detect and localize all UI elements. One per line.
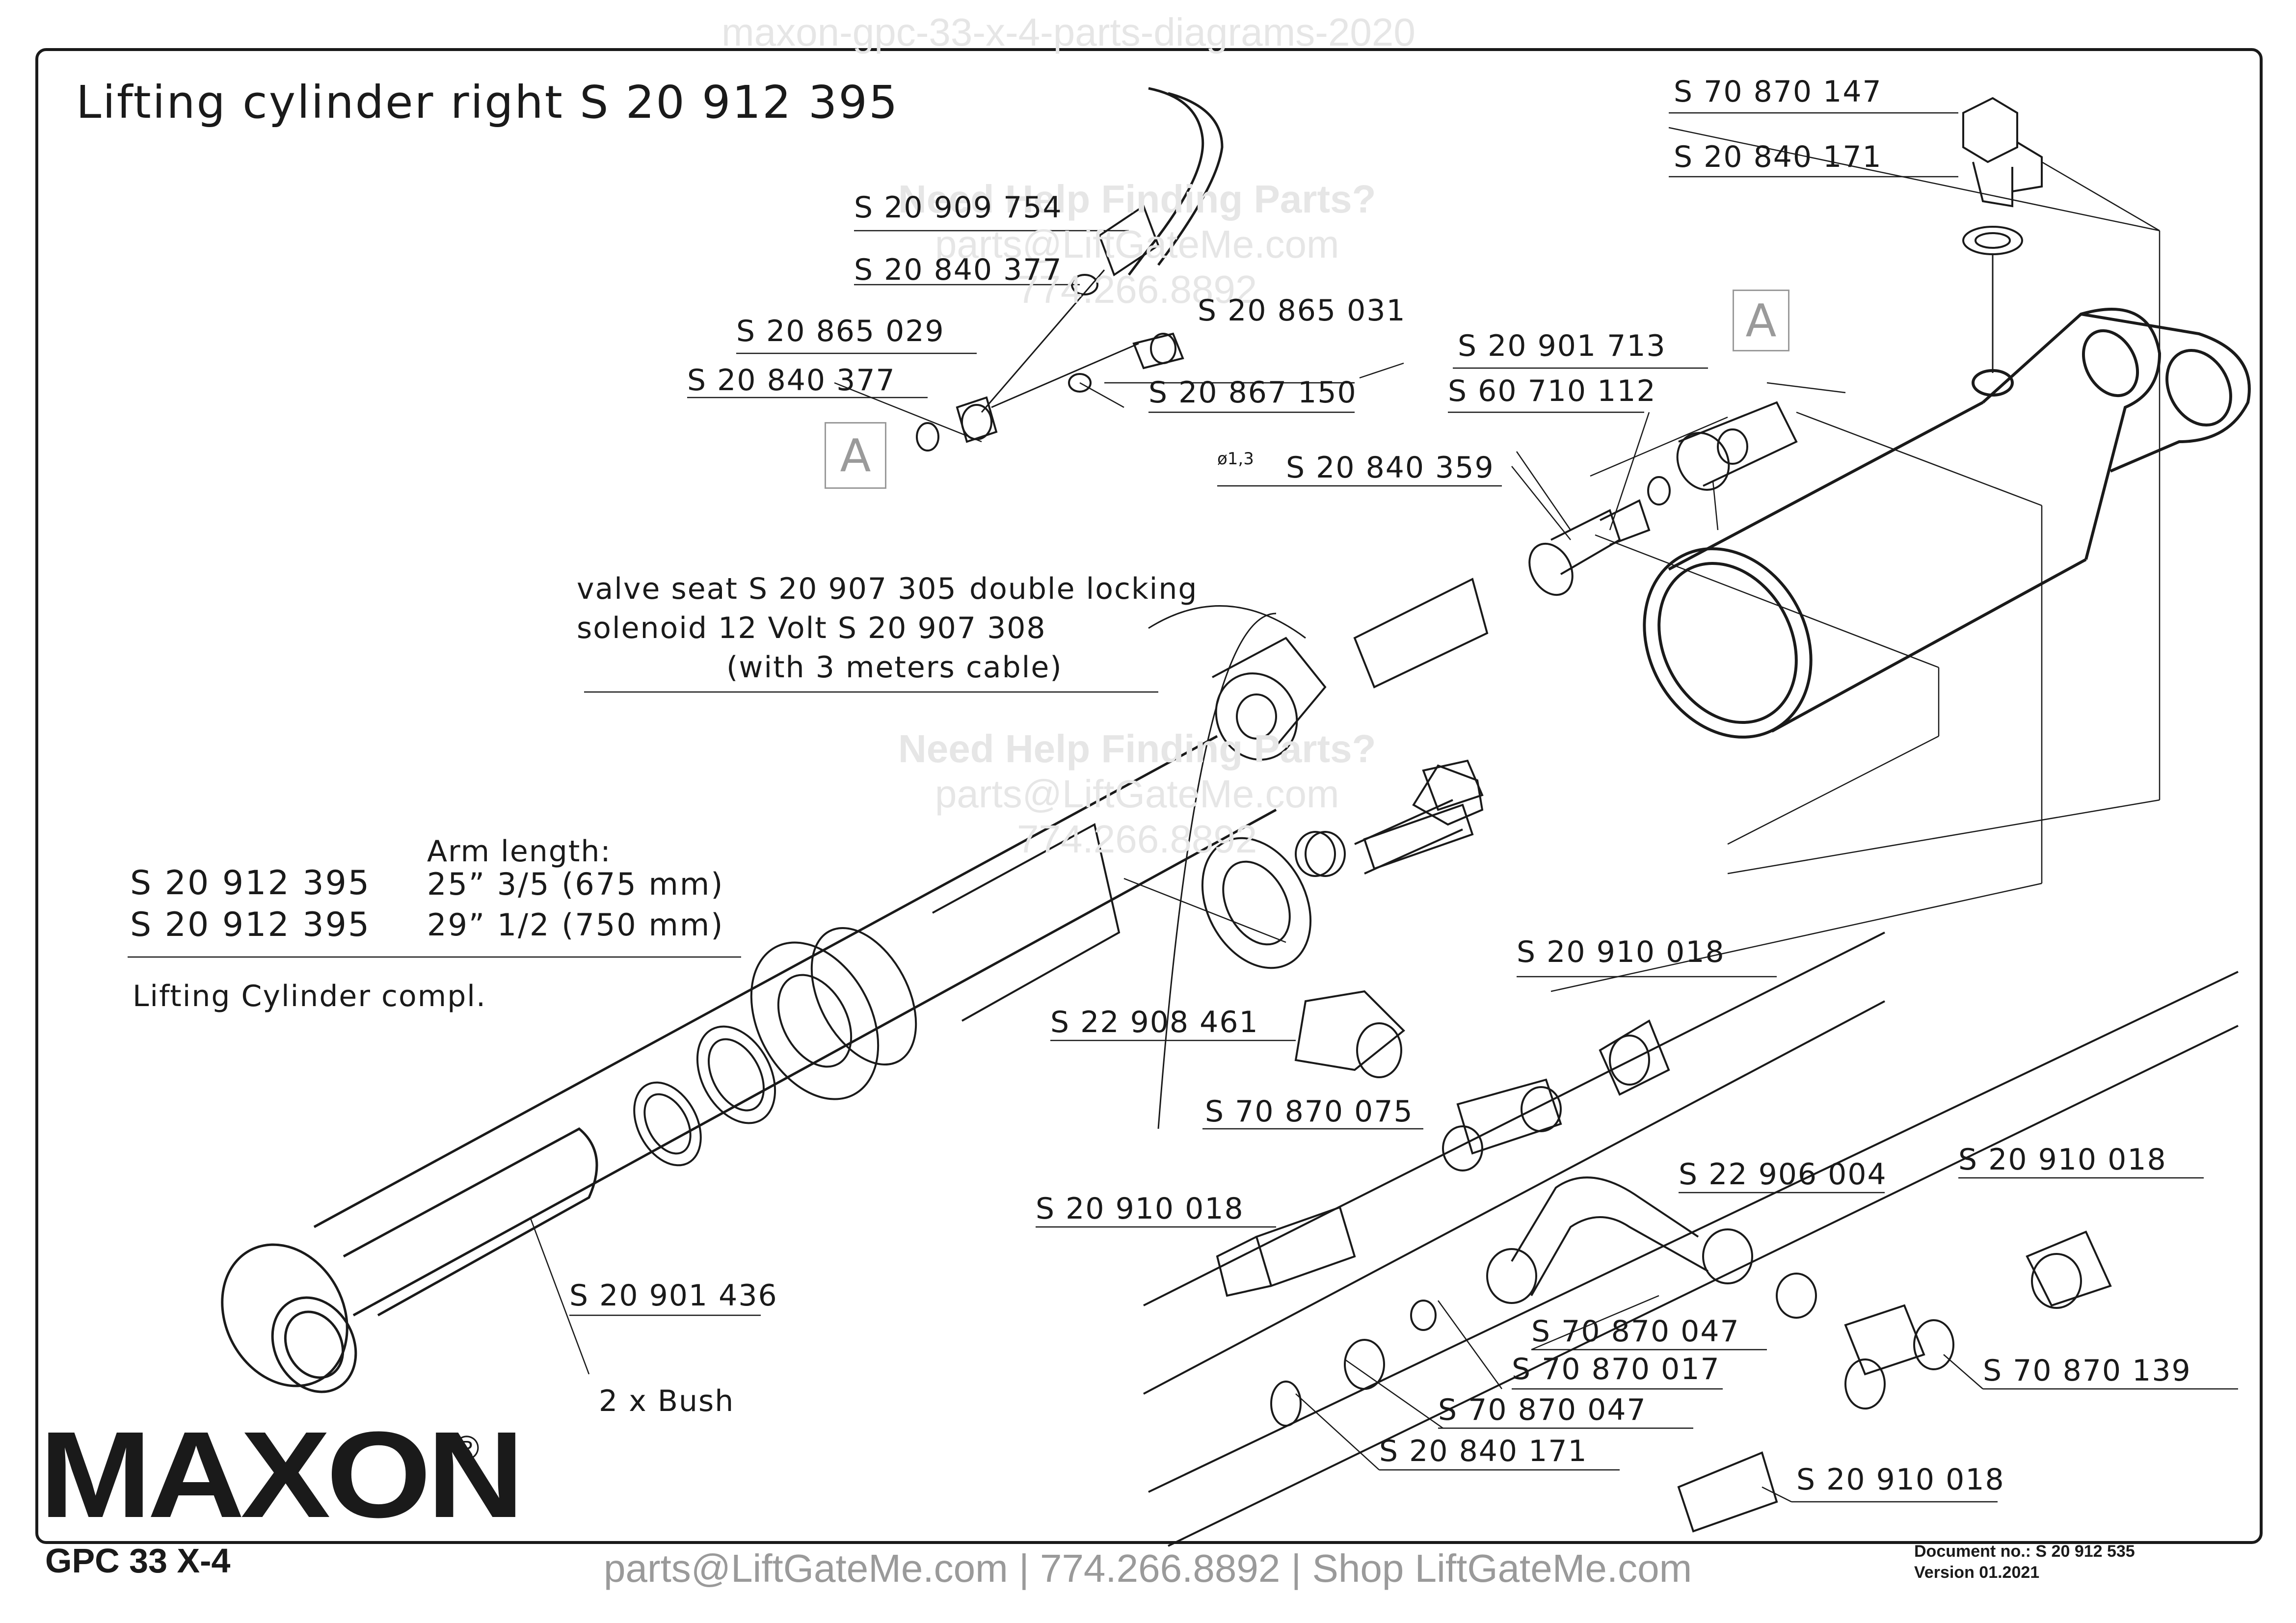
watermark-help-heading: Need Help Finding Parts? bbox=[898, 727, 1376, 771]
part-label: S 20 840 359 bbox=[1286, 451, 1495, 485]
part-label: S 70 870 147 bbox=[1674, 75, 1882, 109]
arm-row-length: 25” 3/5 (675 mm) bbox=[427, 866, 724, 902]
lifting-cylinder-caption: Lifting Cylinder compl. bbox=[133, 979, 487, 1013]
part-label: S 70 870 017 bbox=[1512, 1352, 1720, 1386]
part-label: S 70 870 139 bbox=[1983, 1354, 2191, 1388]
part-label: S 20 901 713 bbox=[1458, 329, 1666, 363]
part-label: S 20 865 029 bbox=[736, 314, 945, 348]
part-label: S 60 710 112 bbox=[1448, 374, 1656, 408]
arm-row-length: 29” 1/2 (750 mm) bbox=[427, 907, 724, 943]
solenoid-label: solenoid 12 Volt S 20 907 308 bbox=[577, 611, 1046, 645]
top-watermark-text: maxon-gpc-33-x-4-parts-diagrams-2020 bbox=[721, 10, 1415, 54]
arm-row-part: S 20 912 395 bbox=[130, 864, 371, 903]
watermark-help-heading: Need Help Finding Parts? bbox=[898, 177, 1376, 221]
bush-note: 2 x Bush bbox=[599, 1384, 735, 1418]
part-label: S 22 908 461 bbox=[1050, 1005, 1259, 1039]
cylinder-barrel bbox=[1643, 308, 2251, 739]
part-label: S 20 910 018 bbox=[1036, 1192, 1244, 1226]
part-label: S 22 906 004 bbox=[1679, 1157, 1887, 1192]
pressure-hose bbox=[916, 87, 1224, 452]
part-label: S 70 870 075 bbox=[1205, 1094, 1414, 1129]
watermark-phone: 774.266.8892 bbox=[1017, 817, 1257, 861]
part-label: S 20 865 031 bbox=[1198, 293, 1406, 328]
model-number: GPC 33 X-4 bbox=[45, 1542, 231, 1580]
part-label: S 20 840 377 bbox=[854, 253, 1063, 287]
drawing-frame bbox=[35, 48, 2263, 1544]
part-label: S 20 867 150 bbox=[1148, 375, 1357, 410]
double-locking-label: double locking bbox=[969, 572, 1198, 606]
part-label: S 20 840 171 bbox=[1379, 1434, 1588, 1468]
part-label: S 20 840 377 bbox=[687, 363, 896, 398]
valve-seat-label: valve seat S 20 907 305 bbox=[577, 572, 957, 606]
part-label: S 20 840 171 bbox=[1674, 140, 1882, 174]
maxon-logo: MAXON bbox=[39, 1406, 524, 1543]
callout-box-a-left: A bbox=[825, 422, 886, 489]
page-title: Lifting cylinder right S 20 912 395 bbox=[76, 76, 899, 129]
diameter-note: ø1,3 bbox=[1217, 449, 1254, 469]
arm-length-header: Arm length: bbox=[427, 834, 612, 869]
watermark-phone: 774.266.8892 bbox=[1017, 267, 1257, 311]
callout-box-a-right: A bbox=[1733, 290, 1789, 351]
piston-assembly bbox=[633, 823, 1121, 1167]
part-label: S 70 870 047 bbox=[1438, 1393, 1647, 1427]
part-label: S 70 870 047 bbox=[1531, 1314, 1740, 1349]
valve-solenoid bbox=[1148, 401, 1798, 1129]
arm-row-part: S 20 912 395 bbox=[130, 905, 371, 944]
leader-lines bbox=[128, 112, 2238, 1503]
part-label: S 20 909 754 bbox=[854, 190, 1063, 225]
hydraulic-lines bbox=[1143, 931, 2239, 1547]
help-watermark-mid: Need Help Finding Parts? parts@LiftGateM… bbox=[898, 726, 1376, 862]
cable-note: (with 3 meters cable) bbox=[726, 650, 1063, 685]
help-watermark-top: Need Help Finding Parts? parts@LiftGateM… bbox=[898, 177, 1376, 312]
cylinder-tube-outline bbox=[221, 735, 1277, 1393]
footer-contact: parts@LiftGateMe.com | 774.266.8892 | Sh… bbox=[604, 1546, 1692, 1590]
registered-mark: ® bbox=[454, 1429, 480, 1467]
bolt-washer bbox=[1305, 764, 1484, 877]
document-number: Document no.: S 20 912 535 bbox=[1914, 1542, 2135, 1561]
end-cap bbox=[1201, 759, 1484, 969]
elbow-fitting-top-right bbox=[1962, 97, 2043, 373]
document-version: Version 01.2021 bbox=[1914, 1563, 2040, 1582]
watermark-email: parts@LiftGateMe.com bbox=[934, 222, 1339, 266]
part-label: S 20 910 018 bbox=[1958, 1143, 2167, 1177]
watermark-email: parts@LiftGateMe.com bbox=[934, 772, 1339, 816]
part-label: S 20 910 018 bbox=[1517, 935, 1725, 969]
part-label: S 20 901 436 bbox=[569, 1278, 778, 1313]
part-label: S 20 910 018 bbox=[1796, 1463, 2005, 1497]
